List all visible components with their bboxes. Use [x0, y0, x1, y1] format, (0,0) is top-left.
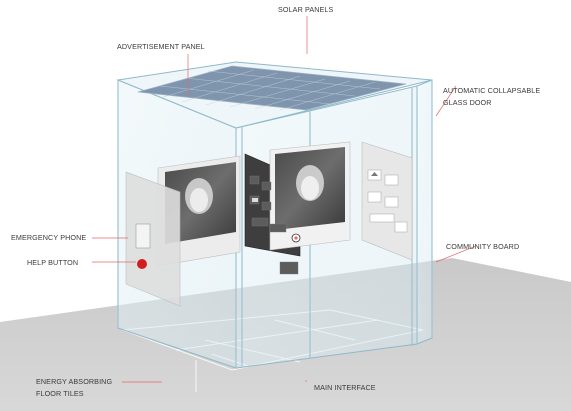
bus-icon	[252, 198, 258, 202]
main-interface	[244, 141, 351, 275]
help-button-icon	[137, 259, 147, 269]
side-panel	[125, 171, 181, 307]
solar-panels	[137, 65, 407, 111]
label-door-line2: GLASS DOOR	[443, 98, 492, 107]
label-emergency-phone: EMERGENCY PHONE	[11, 233, 87, 242]
community-board	[361, 141, 413, 261]
label-floor-line1: ENERGY ABSORBING	[36, 377, 113, 386]
label-door-line1: AUTOMATIC COLLAPSABLE	[443, 86, 541, 95]
label-advertisement-panel: ADVERTISEMENT PANEL	[117, 42, 205, 51]
label-community-board: COMMUNITY BOARD	[446, 242, 520, 251]
label-solar-panels: SOLAR PANELS	[278, 5, 334, 14]
emergency-phone-device	[135, 223, 151, 249]
label-main-interface: MAIN INTERFACE	[314, 383, 376, 392]
label-help-button: HELP BUTTON	[27, 258, 79, 267]
label-floor-line2: FLOOR TILES	[36, 389, 84, 398]
bank-icon	[371, 172, 378, 176]
leader-lines	[92, 16, 477, 383]
